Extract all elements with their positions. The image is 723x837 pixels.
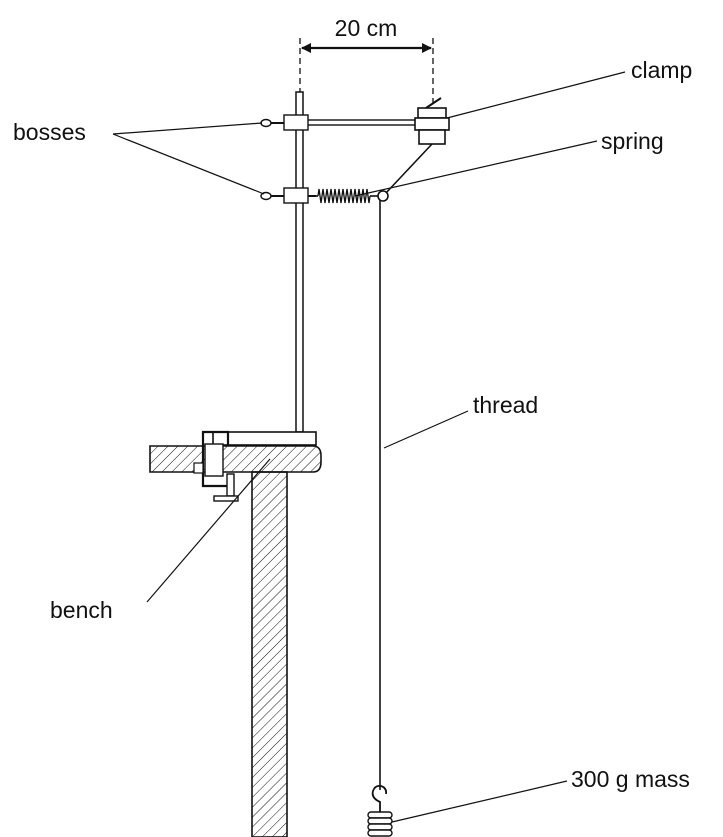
leader-thread [383,410,469,449]
clamp-top [417,107,447,119]
dimension-marker: 20 cm [299,15,434,110]
spring-coils [317,188,371,204]
label-bosses: bosses [13,119,86,145]
upper-arm [302,119,419,126]
clamp-screw [425,97,442,109]
leader-bosses-lower [112,133,265,195]
spring [310,188,389,204]
leader-lines [112,71,626,823]
mass-slot-3 [367,823,393,831]
label-clamp: clamp [631,57,692,83]
clamp-bottom [418,129,446,145]
label-bench: bench [50,597,113,623]
leader-mass [391,780,568,823]
upper-boss-knob [260,118,272,128]
spring-ring [377,190,389,202]
label-thread: thread [473,392,538,418]
bench-top [149,445,322,473]
leader-bosses-upper [112,122,263,135]
clamp-middle [414,117,450,131]
label-spring: spring [601,128,664,154]
g-clamp-jaw [204,443,224,477]
mass-300g [367,784,393,837]
upper-boss [283,114,309,131]
leader-bench [146,458,271,603]
g-clamp-screw [226,473,235,497]
mass-slot-1 [367,811,393,819]
clamp-strut [384,143,433,195]
upper-boss-assembly [260,114,419,131]
bench-leg [251,471,288,837]
stand-base [212,431,317,446]
retort-stand [212,91,317,446]
dimension-label: 20 cm [335,15,398,41]
mass-slot-4 [367,829,393,837]
leader-spring [354,140,598,197]
mass-hook [371,784,388,812]
label-mass: 300 g mass [571,766,690,792]
lower-boss [283,187,309,204]
g-clamp-handle [213,495,239,502]
arm-clamp [384,97,450,195]
lower-boss-assembly [260,187,316,204]
stand-rod [295,91,304,433]
mass-slot-2 [367,817,393,825]
leader-clamp [446,71,626,119]
bench [149,445,322,837]
g-clamp [193,430,239,502]
g-clamp-tab [193,462,204,474]
